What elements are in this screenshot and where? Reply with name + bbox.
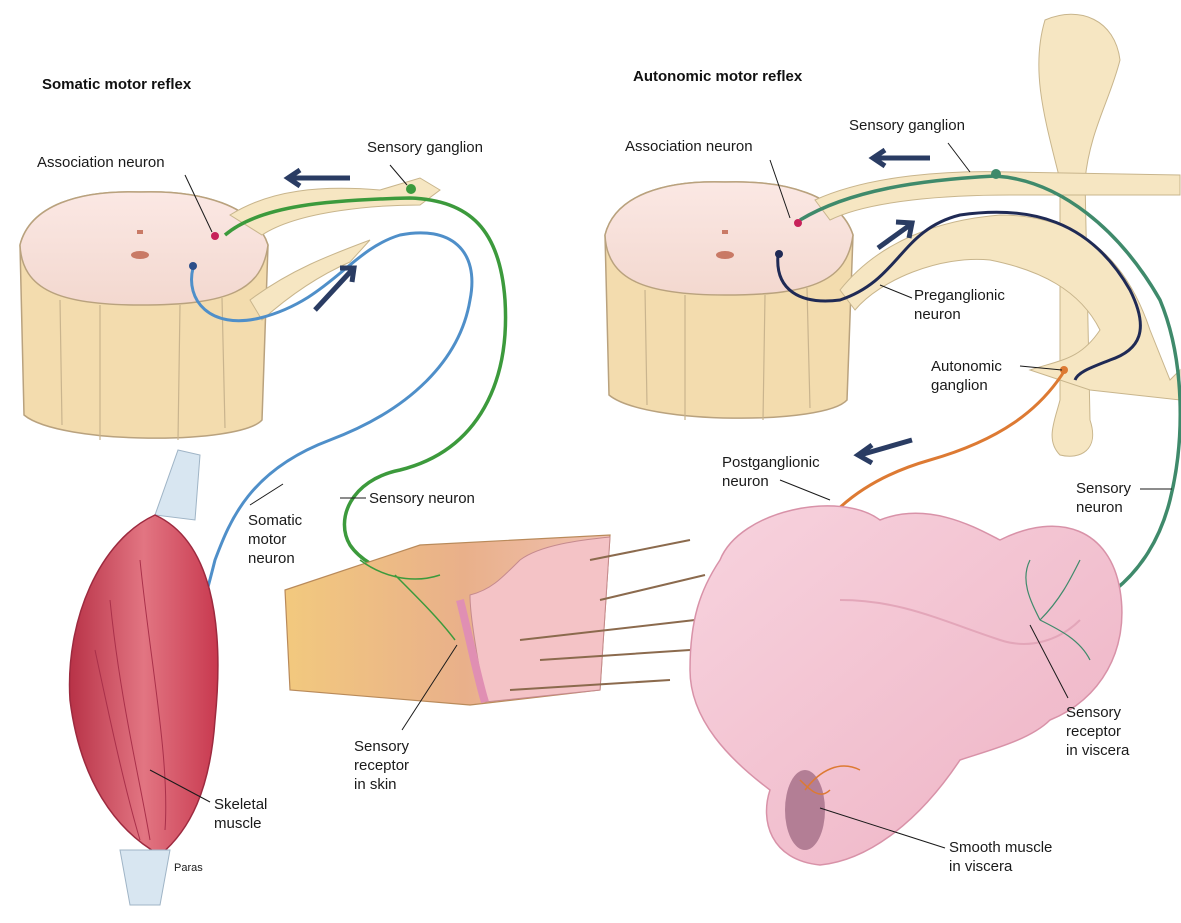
skeletal-muscle bbox=[70, 450, 218, 905]
label-association-neuron-somatic: Association neuron bbox=[37, 153, 165, 172]
label-sensory-ganglion-autonomic: Sensory ganglion bbox=[849, 116, 965, 135]
viscera bbox=[690, 506, 1122, 865]
preganglionic-cell-body bbox=[775, 250, 783, 258]
autonomic-sensory-ganglion-body bbox=[991, 169, 1001, 179]
label-association-neuron-autonomic: Association neuron bbox=[625, 137, 753, 156]
somatic-title: Somatic motor reflex bbox=[42, 76, 191, 93]
label-sensory-neuron-autonomic: Sensory neuron bbox=[1076, 479, 1131, 517]
arrow-afferent-autonomic bbox=[873, 150, 930, 166]
label-postganglionic-neuron: Postganglionic neuron bbox=[722, 453, 820, 491]
arrow-afferent-somatic bbox=[288, 170, 350, 186]
motor-cell-body-somatic bbox=[189, 262, 197, 270]
association-neuron-somatic bbox=[211, 232, 219, 240]
label-sensory-neuron-somatic: Sensory neuron bbox=[369, 489, 475, 508]
arrow-postganglionic bbox=[858, 440, 912, 463]
label-autonomic-ganglion: Autonomic ganglion bbox=[931, 357, 1002, 395]
association-neuron-autonomic bbox=[794, 219, 802, 227]
autonomic-title: Autonomic motor reflex bbox=[633, 68, 802, 85]
label-sensory-receptor-viscera: Sensory receptor in viscera bbox=[1066, 703, 1129, 760]
label-sensory-receptor-skin: Sensory receptor in skin bbox=[354, 737, 409, 794]
skin-block bbox=[285, 535, 705, 705]
label-sensory-ganglion-somatic: Sensory ganglion bbox=[367, 138, 483, 157]
signature: Paras bbox=[174, 859, 203, 878]
somatic-sensory-ganglion-body bbox=[406, 184, 416, 194]
label-smooth-muscle-viscera: Smooth muscle in viscera bbox=[949, 838, 1052, 876]
label-preganglionic-neuron: Preganglionic neuron bbox=[914, 286, 1005, 324]
label-somatic-motor-neuron: Somatic motor neuron bbox=[248, 511, 302, 568]
label-skeletal-muscle: Skeletal muscle bbox=[214, 795, 267, 833]
